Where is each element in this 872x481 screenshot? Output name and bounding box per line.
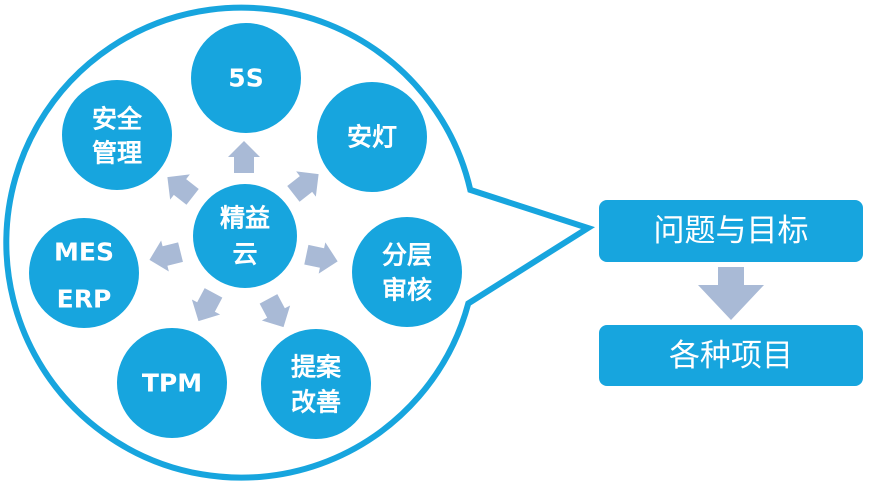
problem-goal-box: 问题与目标 — [599, 200, 863, 262]
center-label-line2: 云 — [232, 240, 257, 269]
node-tpm-label: TPM — [142, 369, 202, 398]
arrow-to-layered-audit — [304, 242, 338, 274]
node-safety-management: 安全 管理 — [62, 80, 172, 190]
node-layered-audit-line1: 分层 — [382, 241, 432, 270]
node-tpm: TPM — [117, 328, 227, 438]
center-label-line1: 精益 — [220, 204, 270, 233]
node-mes-erp: MES ERP — [29, 218, 139, 328]
node-mes-erp-line1: MES — [54, 238, 114, 267]
node-layered-audit: 分层 审核 — [352, 217, 462, 327]
node-andon-label: 安灯 — [347, 123, 397, 152]
arrow-to-5s — [228, 141, 260, 173]
node-suggestion-improvement-line1: 提案 — [291, 353, 342, 382]
projects-box: 各种项目 — [599, 325, 863, 386]
node-andon: 安灯 — [317, 82, 427, 192]
problem-goal-label: 问题与目标 — [654, 213, 809, 249]
projects-label: 各种项目 — [669, 338, 793, 374]
arrow-to-safety-management — [167, 174, 199, 205]
node-5s-label: 5S — [228, 64, 263, 93]
arrow-to-mes-erp — [149, 240, 183, 272]
node-safety-management-line2: 管理 — [92, 139, 142, 168]
arrow-to-suggestion-improvement — [259, 294, 291, 328]
node-mes-erp-line2: ERP — [57, 285, 112, 314]
arrow-to-tpm — [191, 288, 223, 322]
down-arrow-between-boxes — [698, 267, 764, 320]
arrow-to-andon — [287, 171, 319, 202]
center-node: 精益 云 — [193, 184, 297, 288]
arrows-group — [149, 141, 338, 328]
node-layered-audit-line2: 审核 — [382, 276, 432, 305]
node-suggestion-improvement: 提案 改善 — [261, 329, 371, 439]
node-safety-management-line1: 安全 — [92, 105, 143, 134]
node-5s: 5S — [191, 23, 301, 133]
node-suggestion-improvement-line2: 改善 — [291, 388, 341, 417]
